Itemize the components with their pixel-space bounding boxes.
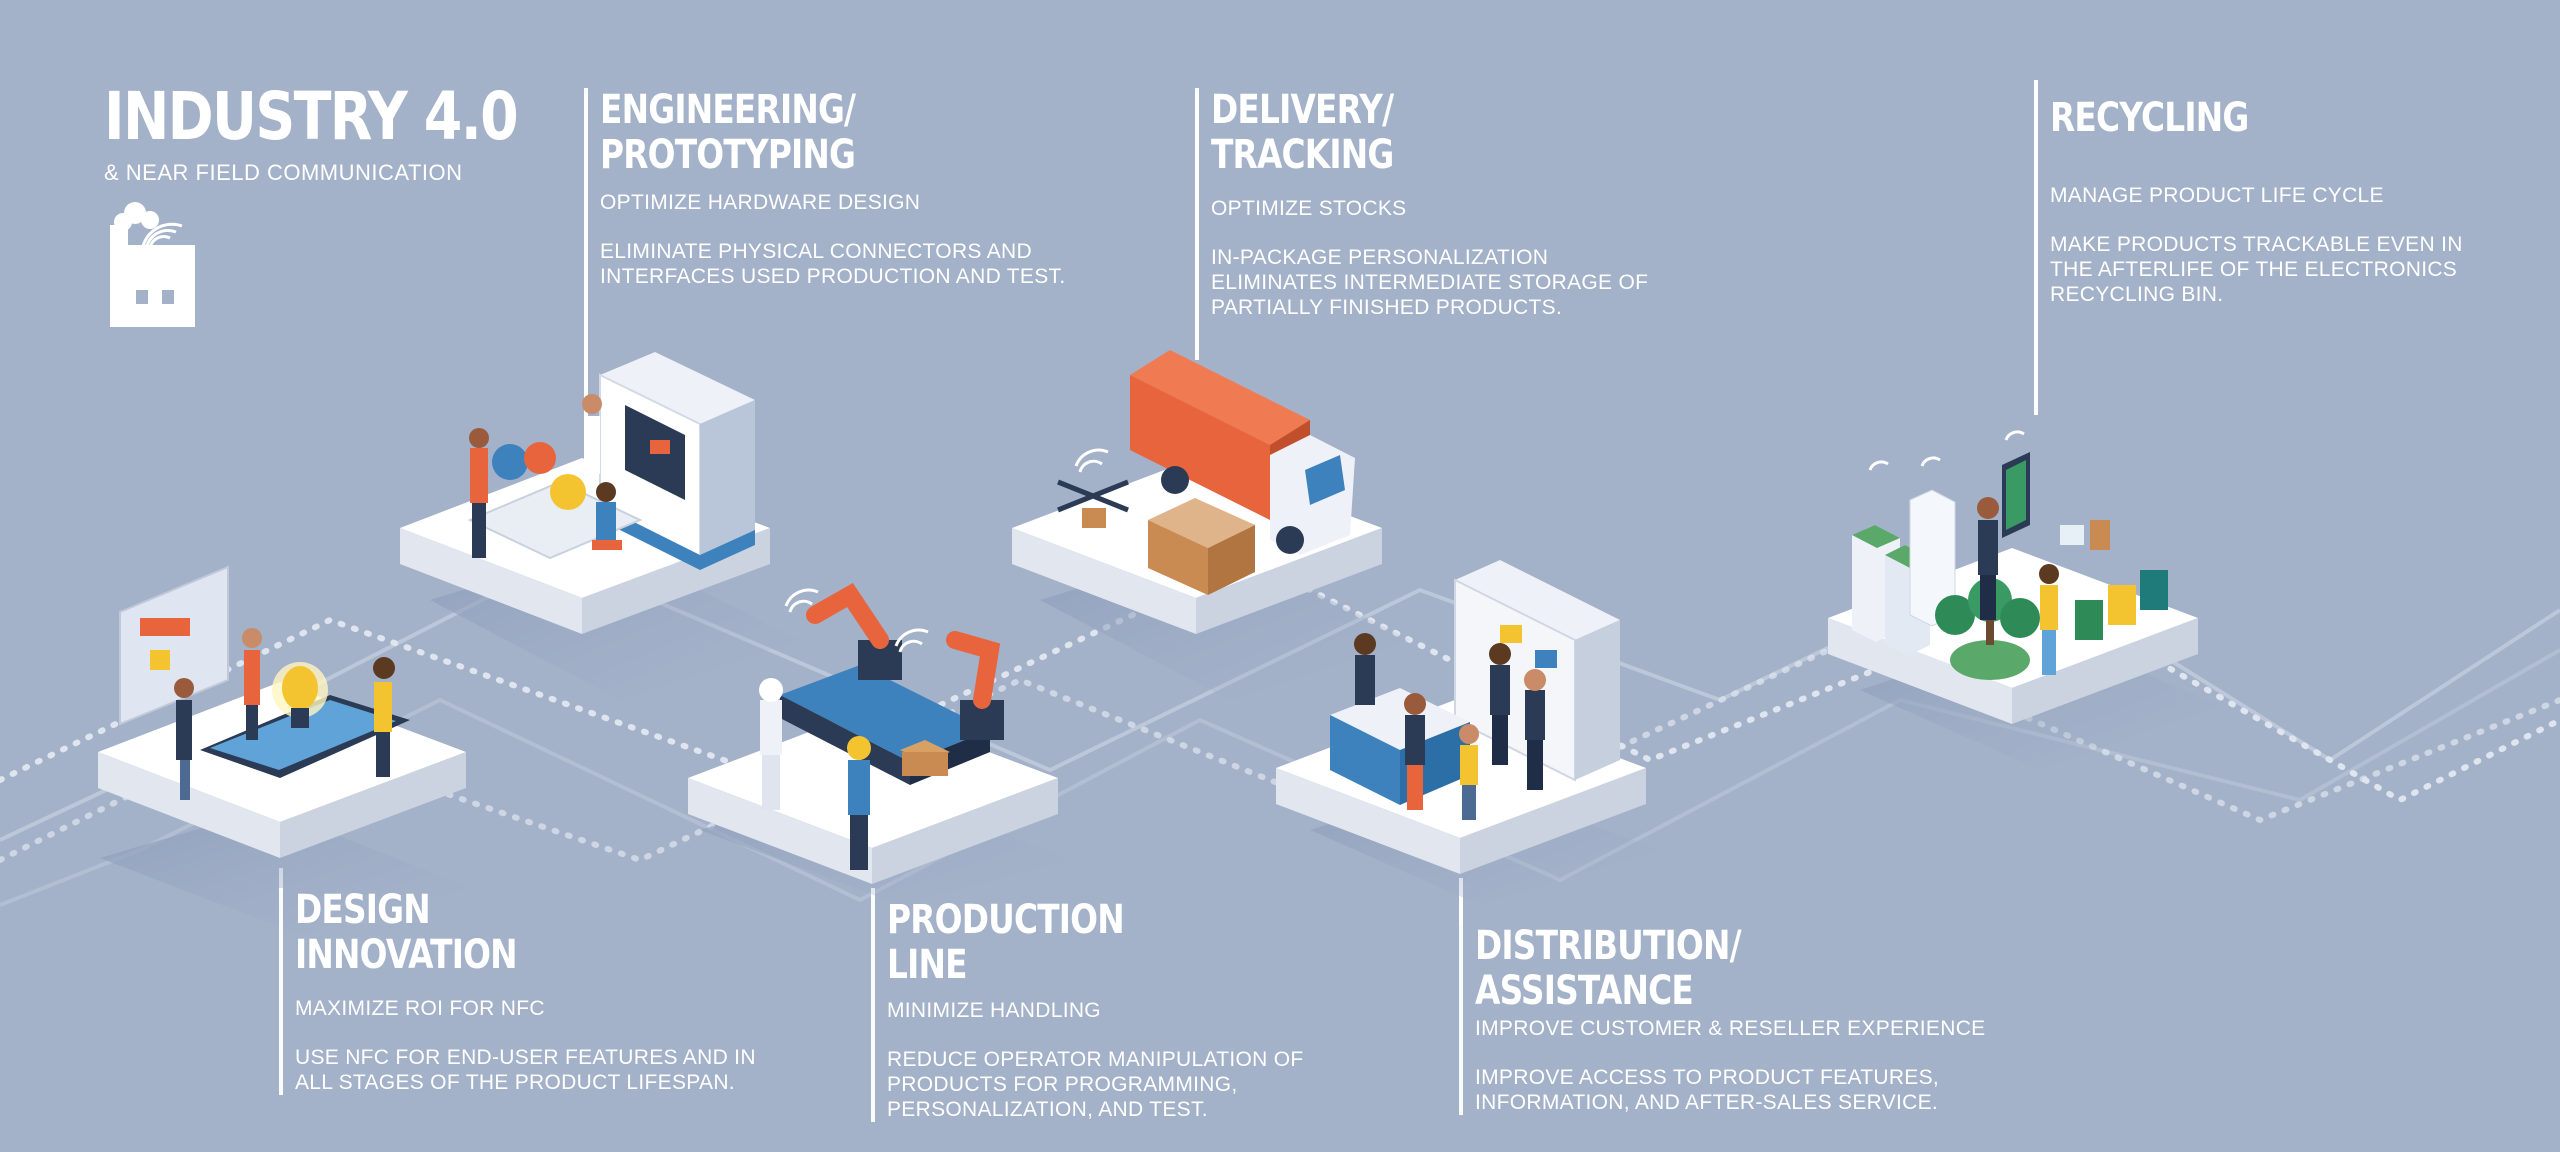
stage-point-2-line-2: ALL STAGES OF THE PRODUCT LIFESPAN. — [295, 1071, 735, 1094]
stage-point-2-line-2: ELIMINATES INTERMEDIATE STORAGE OF — [1211, 271, 1649, 294]
stage-point-1: MINIMIZE HANDLING — [887, 999, 1101, 1022]
stage-point-2-line-2: THE AFTERLIFE OF THE ELECTRONICS — [2050, 258, 2458, 281]
stage-point-1: IMPROVE CUSTOMER & RESELLER EXPERIENCE — [1475, 1017, 1986, 1040]
stage-point-2-line-3: PERSONALIZATION, AND TEST. — [887, 1098, 1208, 1121]
platform-design-innovation — [98, 565, 470, 935]
stage-distribution-assistance: DISTRIBUTION/ ASSISTANCE IMPROVE CUSTOME… — [1459, 924, 1985, 1115]
stage-design-innovation: DESIGN INNOVATION MAXIMIZE ROI FOR NFC U… — [279, 888, 756, 1095]
stage-point-2-line-2: INFORMATION, AND AFTER-SALES SERVICE. — [1475, 1091, 1939, 1114]
stage-point-2-line-2: INTERFACES USED PRODUCTION AND TEST. — [600, 265, 1066, 288]
platform-distribution-assistance — [1276, 560, 1660, 905]
stage-point-2-line-1: MAKE PRODUCTS TRACKABLE EVEN IN — [2050, 233, 2463, 256]
stage-point-1: MAXIMIZE ROI FOR NFC — [295, 997, 545, 1020]
stage-title-line-1: RECYCLING — [2050, 95, 2249, 141]
platform-delivery-tracking — [1012, 350, 1410, 700]
stage-point-1: OPTIMIZE STOCKS — [1211, 197, 1407, 220]
stage-point-2-line-3: RECYCLING BIN. — [2050, 283, 2224, 306]
stage-point-2-line-1: IN-PACKAGE PERSONALIZATION — [1211, 246, 1549, 269]
platform-recycling — [1828, 430, 2220, 770]
stage-title-line-2: PROTOTYPING — [600, 132, 856, 178]
stage-title-line-2: INNOVATION — [295, 932, 518, 978]
page-subtitle: & NEAR FIELD COMMUNICATION — [104, 160, 463, 185]
stage-title-line-2: ASSISTANCE — [1475, 968, 1694, 1014]
stage-recycling: RECYCLING MANAGE PRODUCT LIFE CYCLE MAKE… — [2034, 96, 2463, 307]
stage-title-line-1: PRODUCTION — [887, 897, 1125, 943]
stage-title-line-1: DELIVERY/ — [1211, 87, 1394, 133]
stage-point-1: OPTIMIZE HARDWARE DESIGN — [600, 191, 921, 214]
stage-title-line-2: TRACKING — [1211, 132, 1394, 178]
stage-point-2-line-2: PRODUCTS FOR PROGRAMMING, — [887, 1073, 1238, 1096]
stage-point-2-line-1: IMPROVE ACCESS TO PRODUCT FEATURES, — [1475, 1066, 1940, 1089]
stage-point-2-line-1: ELIMINATE PHYSICAL CONNECTORS AND — [600, 240, 1032, 263]
background-dotted-lines — [0, 556, 2560, 864]
stage-title-line-2: LINE — [887, 942, 967, 988]
page-title: INDUSTRY 4.0 — [104, 78, 519, 155]
stage-engineering-prototyping: ENGINEERING/ PROTOTYPING OPTIMIZE HARDWA… — [584, 88, 1065, 289]
platform-engineering-prototyping — [400, 352, 800, 700]
stage-point-2-line-3: PARTIALLY FINISHED PRODUCTS. — [1211, 296, 1563, 319]
stage-title-line-1: DISTRIBUTION/ — [1475, 923, 1742, 969]
stage-production-line: PRODUCTION LINE MINIMIZE HANDLING REDUCE… — [871, 898, 1304, 1122]
stage-point-2-line-1: USE NFC FOR END-USER FEATURES AND IN — [295, 1046, 756, 1069]
platform-production-line — [688, 583, 1070, 905]
header: INDUSTRY 4.0 & NEAR FIELD COMMUNICATION — [104, 84, 596, 186]
stage-title-line-1: DESIGN — [295, 887, 431, 933]
stage-delivery-tracking: DELIVERY/ TRACKING OPTIMIZE STOCKS IN-PA… — [1195, 88, 1648, 320]
stage-point-1: MANAGE PRODUCT LIFE CYCLE — [2050, 184, 2384, 207]
stage-title-line-1: ENGINEERING/ — [600, 87, 856, 133]
stage-point-2-line-1: REDUCE OPERATOR MANIPULATION OF — [887, 1048, 1304, 1071]
factory-wireless-icon — [110, 202, 195, 327]
